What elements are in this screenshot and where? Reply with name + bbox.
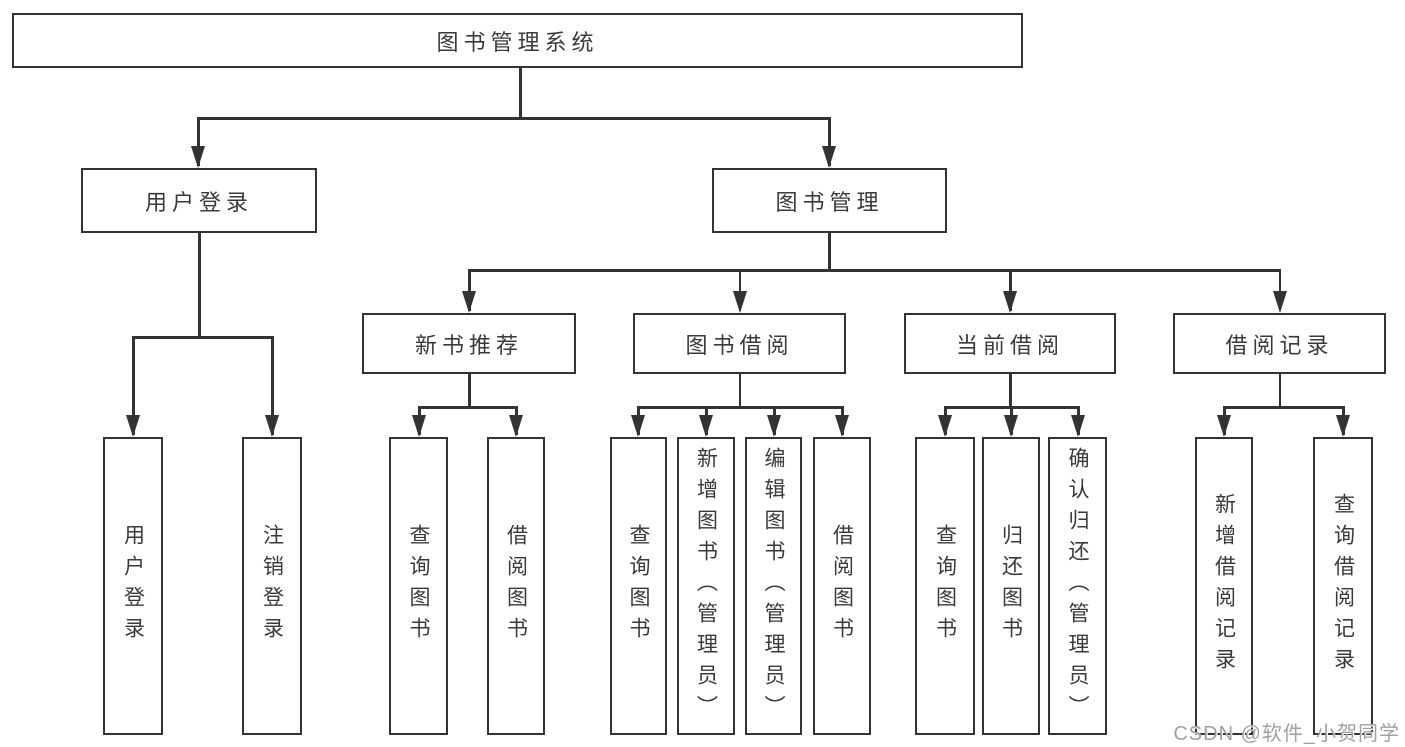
- node-book-borrow: 图书借阅: [633, 313, 846, 374]
- connector-records-branch: [1223, 406, 1344, 409]
- connector-borrow-drop: [738, 374, 741, 408]
- node-new-book-recommend: 新书推荐: [362, 313, 576, 374]
- arrowhead-leaf-login: [125, 415, 140, 437]
- arrowhead-leaf: [508, 415, 523, 437]
- leaf-label: 确认归还（管理员）: [1066, 446, 1089, 726]
- leaf-label: 新增借阅记录: [1212, 493, 1236, 679]
- leaf-label: 编辑图书（管理员）: [762, 446, 785, 726]
- connector-to-user-login: [197, 117, 200, 166]
- arrowhead-leaf: [411, 415, 426, 437]
- connector-to-new-book: [468, 269, 471, 311]
- connector-mgmt-branch: [468, 269, 1281, 272]
- arrowhead-book-borrow: [732, 291, 747, 313]
- node-label: 图书借阅: [685, 332, 794, 358]
- leaf-add-borrow-record: 新增借阅记录: [1195, 437, 1253, 735]
- node-current-borrow: 当前借阅: [904, 313, 1116, 374]
- leaf-query-books-recommend: 查询图书: [389, 437, 448, 735]
- leaf-label: 查询图书: [933, 524, 957, 648]
- arrowhead-borrow-records: [1272, 291, 1287, 313]
- arrowhead-book-management: [821, 146, 836, 168]
- arrowhead-current-borrow: [1002, 291, 1017, 313]
- connector-to-borrow-records: [1278, 269, 1281, 311]
- connector-root-branch: [197, 117, 831, 120]
- node-label: 图书管理: [775, 189, 884, 215]
- leaf-edit-book-admin: 编辑图书（管理员）: [745, 437, 802, 735]
- arrowhead-leaf: [834, 415, 849, 437]
- connector-newbook-drop: [468, 374, 471, 408]
- connector-login-branch: [132, 336, 273, 339]
- leaf-return-book: 归还图书: [982, 437, 1040, 735]
- leaf-label: 新增图书（管理员）: [694, 446, 718, 726]
- leaf-label: 注销登录: [260, 524, 284, 648]
- leaf-borrow-books-recommend: 借阅图书: [487, 437, 545, 735]
- leaf-user-login: 用户登录: [103, 437, 163, 735]
- arrowhead-user-login: [190, 146, 205, 168]
- connector-to-book-management: [828, 117, 831, 166]
- leaf-add-book-admin: 新增图书（管理员）: [677, 437, 735, 735]
- arrowhead-leaf: [1003, 415, 1018, 437]
- leaf-label: 借阅图书: [504, 524, 528, 648]
- arrowhead-leaf: [630, 415, 645, 437]
- node-user-login: 用户登录: [81, 168, 317, 233]
- connector-borrow-branch: [637, 406, 843, 409]
- node-book-management: 图书管理: [712, 168, 947, 233]
- arrowhead-leaf: [1335, 415, 1350, 437]
- leaf-query-books-current: 查询图书: [915, 437, 975, 735]
- arrowhead-leaf: [1070, 415, 1085, 437]
- leaf-query-borrow-record: 查询借阅记录: [1313, 437, 1373, 735]
- leaf-query-books-borrow: 查询图书: [610, 437, 667, 735]
- leaf-confirm-return-admin: 确认归还（管理员）: [1048, 437, 1107, 735]
- arrowhead-leaf-logout: [264, 415, 279, 437]
- node-library-management-system: 图书管理系统: [12, 13, 1023, 68]
- connector-current-drop: [1009, 374, 1012, 408]
- node-label: 当前借阅: [955, 332, 1064, 358]
- node-label: 图书管理系统: [436, 29, 599, 55]
- arrowhead-new-book: [462, 291, 476, 313]
- leaf-label: 用户登录: [121, 524, 145, 648]
- connector-root-drop: [519, 68, 522, 118]
- connector-to-current-borrow: [1009, 269, 1012, 311]
- connector-newbook-branch: [418, 406, 517, 409]
- arrowhead-leaf: [937, 415, 952, 437]
- arrowhead-leaf: [1216, 415, 1231, 437]
- connector-to-leaf-logout: [271, 336, 274, 435]
- arrowhead-leaf: [698, 415, 713, 437]
- leaf-borrow-books: 借阅图书: [813, 437, 871, 735]
- node-label: 借阅记录: [1225, 332, 1334, 358]
- connector-records-drop: [1278, 374, 1281, 408]
- leaf-label: 归还图书: [999, 524, 1023, 648]
- leaf-label: 查询图书: [407, 524, 430, 648]
- node-label: 新书推荐: [414, 332, 523, 358]
- node-borrow-records: 借阅记录: [1173, 313, 1386, 374]
- node-label: 用户登录: [144, 189, 253, 215]
- csdn-watermark: CSDN @软件_小贺同学: [1173, 723, 1400, 745]
- connector-mgmt-drop: [828, 233, 831, 271]
- leaf-label: 查询图书: [627, 524, 650, 648]
- arrowhead-leaf: [766, 415, 781, 437]
- connector-to-leaf-login: [132, 336, 135, 435]
- leaf-label: 查询借阅记录: [1331, 493, 1355, 679]
- leaf-logout: 注销登录: [242, 437, 302, 735]
- connector-to-book-borrow: [738, 269, 741, 311]
- connector-login-drop: [198, 233, 201, 337]
- leaf-label: 借阅图书: [830, 524, 854, 648]
